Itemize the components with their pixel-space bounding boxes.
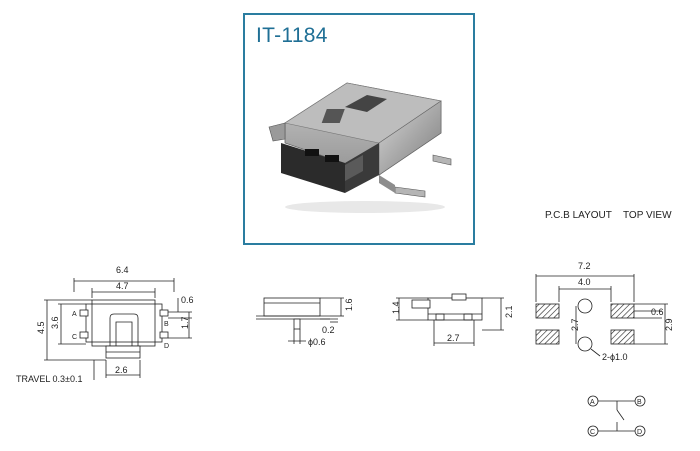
pcb-layout-drawing	[535, 274, 668, 357]
dim-width-outer: 6.4	[116, 265, 129, 275]
schematic-pin-b: B	[637, 399, 642, 406]
pin-label-d: D	[164, 343, 169, 350]
switch-photo	[268, 82, 452, 213]
dim-side-left-height: 1.4	[391, 301, 401, 314]
dim-height-inner: 3.6	[50, 316, 60, 329]
pcb-hole-note: 2-ϕ1.0	[602, 352, 628, 362]
dim-pcb-pad-height: 2.9	[664, 318, 674, 331]
travel-note: TRAVEL 0.3±0.1	[16, 374, 82, 384]
top-view-drawing	[44, 278, 192, 380]
schematic-pin-c: C	[590, 429, 595, 436]
side-view-drawing	[396, 293, 504, 346]
dim-side-bottom-width: 2.7	[447, 333, 460, 343]
dim-pin-spacing: 1.7	[180, 316, 190, 329]
dim-pcb-width-inner: 4.0	[578, 277, 591, 287]
pin-label-a: A	[72, 311, 77, 318]
dim-width-inner: 4.7	[116, 281, 129, 291]
product-photo-frame: IT-1184	[243, 13, 475, 245]
dim-side-right-height: 2.1	[504, 305, 514, 318]
top-view-label: TOP VIEW	[623, 210, 672, 221]
pin-label-c: C	[72, 334, 77, 341]
dim-pcb-pad-small: 0.6	[651, 307, 664, 317]
dim-pcb-pad-gap: 2.7	[570, 318, 580, 331]
dim-front-height: 1.6	[344, 298, 354, 311]
pcb-layout-label: P.C.B LAYOUT	[545, 210, 612, 221]
pin-label-b: B	[164, 321, 169, 328]
dim-pin-pitch: 0.6	[181, 295, 194, 305]
dim-height-outer: 4.5	[36, 321, 46, 334]
dim-pcb-width-outer: 7.2	[578, 261, 591, 271]
dim-post-diameter: ϕ0.6	[308, 337, 326, 347]
dim-front-offset: 0.2	[322, 325, 335, 335]
front-view-drawing	[256, 297, 344, 344]
switch-schematic	[587, 395, 646, 437]
dim-bottom-width: 2.6	[115, 365, 128, 375]
schematic-pin-a: A	[590, 399, 595, 406]
model-title: IT-1184	[256, 24, 328, 47]
schematic-pin-d: D	[637, 429, 642, 436]
